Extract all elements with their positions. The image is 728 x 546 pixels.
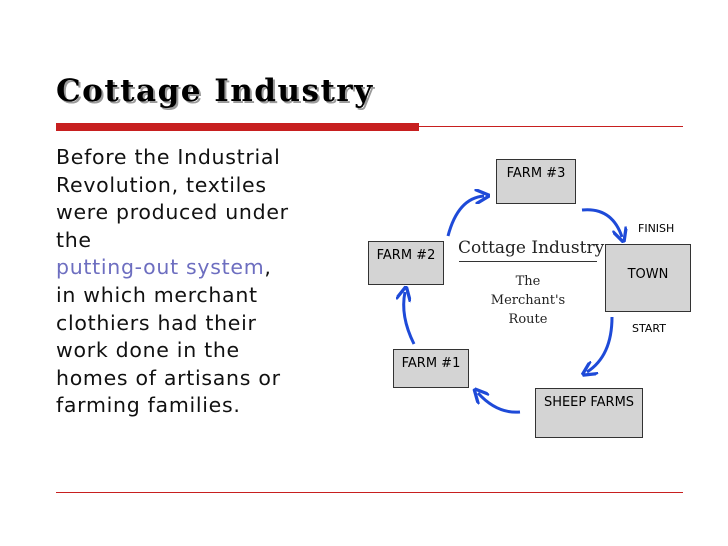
body-line: work done in the	[56, 338, 240, 363]
title-underline-thick	[56, 123, 419, 131]
farm-3-box: FARM #3	[496, 159, 576, 204]
arrow-farm2-to-farm3	[446, 196, 484, 237]
body-line: farming families.	[56, 393, 241, 418]
body-line: homes of artisans or	[56, 365, 281, 390]
body-line: Revolution, textiles	[56, 172, 267, 197]
body-line: Before the Industrial	[56, 145, 281, 169]
diagram-heading: Cottage Industry	[458, 238, 605, 258]
body-line-link: putting-out system,	[56, 254, 356, 282]
diagram-heading-underline	[459, 261, 597, 262]
putting-out-system-link[interactable]: putting-out system	[56, 255, 265, 280]
town-box: TOWN	[605, 244, 691, 312]
arrow-sheep-to-farm1	[478, 393, 521, 414]
diagram-subtitle-line: The	[515, 274, 541, 289]
diagram-subtitle-line: Route	[508, 312, 548, 327]
title-underline-thin	[419, 126, 683, 127]
arrow-farm3-to-town	[581, 208, 622, 237]
arrow-start-to-sheep	[587, 316, 614, 372]
farm-1-box: FARM #1	[393, 349, 469, 388]
body-line: clothiers had their	[56, 310, 257, 335]
arrow-farm1-to-farm2	[404, 292, 416, 345]
sheep-farms-box: SHEEP FARMS	[535, 388, 643, 438]
body-line: were produced under	[56, 200, 289, 225]
start-label: START	[632, 322, 666, 335]
finish-label: FINISH	[638, 222, 675, 235]
body-line: in which merchant	[56, 282, 258, 307]
body-text: Before the Industrial Revolution, textil…	[56, 144, 356, 420]
diagram-subtitle-line: Merchant's	[490, 293, 566, 308]
footer-rule	[56, 492, 683, 493]
link-suffix: ,	[264, 255, 272, 280]
farm-2-box: FARM #2	[368, 241, 444, 285]
body-line: the	[56, 227, 92, 252]
slide-title: Cottage Industry	[56, 73, 374, 109]
